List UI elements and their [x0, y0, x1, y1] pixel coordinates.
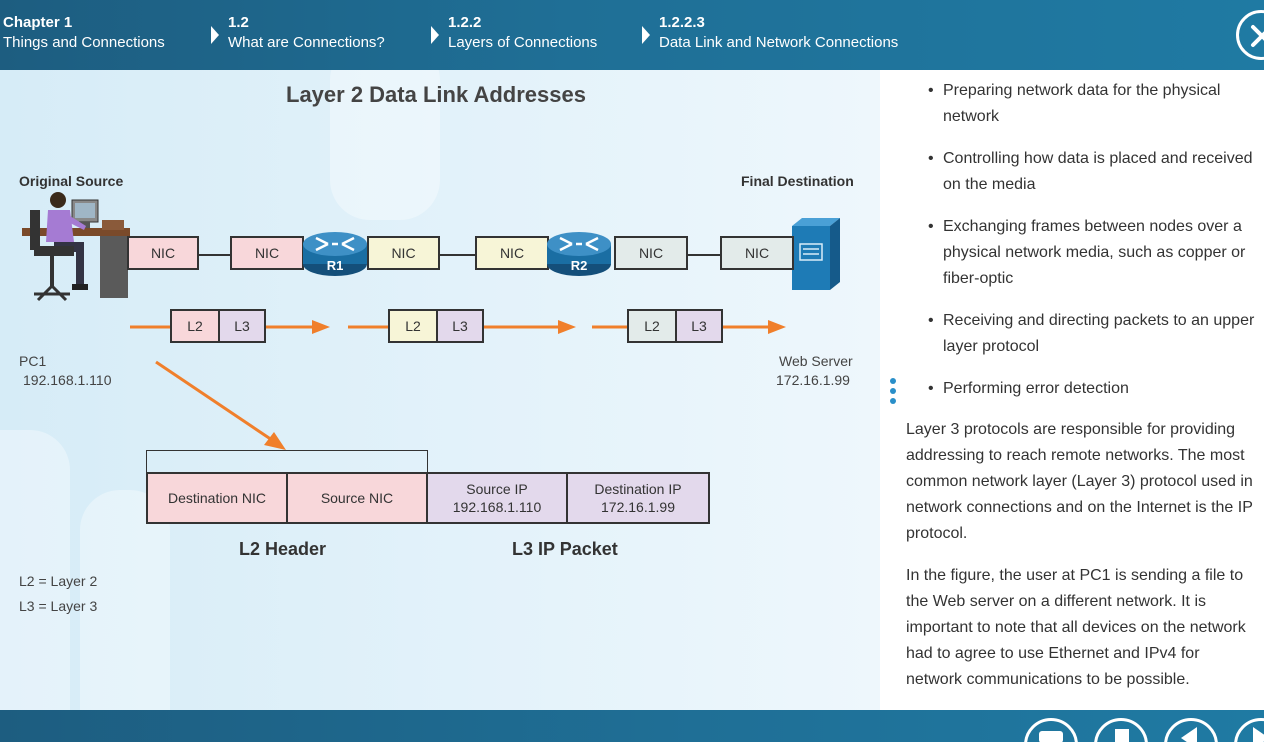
web-server-icon — [792, 218, 840, 290]
final-destination-label: Final Destination — [741, 173, 854, 189]
l3-segment-3: L3 — [675, 309, 723, 343]
background-decoration — [330, 70, 440, 220]
link-wire — [687, 254, 721, 256]
nic-box-server: NIC — [720, 236, 794, 270]
more-options-icon[interactable] — [890, 378, 898, 408]
list-item: Controlling how data is placed and recei… — [928, 146, 1258, 198]
router-r2: R2 — [546, 230, 612, 278]
l2-segment-3: L2 — [627, 309, 677, 343]
background-decoration — [0, 430, 70, 710]
pc-user-icon — [22, 192, 130, 302]
next-button[interactable] — [1234, 718, 1264, 742]
figure-title: Layer 2 Data Link Addresses — [286, 82, 586, 107]
breadcrumb-title: Data Link and Network Connections — [659, 34, 899, 51]
paragraph-layer3: Layer 3 protocols are responsible for pr… — [906, 421, 1253, 542]
router-icon — [303, 232, 367, 276]
legend-l2: L2 = Layer 2 — [19, 573, 98, 589]
bookmark-button[interactable] — [1094, 718, 1148, 742]
l3-segment-2: L3 — [436, 309, 484, 343]
router-r1: R1 — [302, 230, 368, 278]
figure-panel: Layer 2 Data Link Addresses Original Sou… — [0, 70, 880, 710]
breadcrumb-separator-icon — [642, 26, 650, 44]
breadcrumb-bar: Chapter 1 Things and Connections 1.2 Wha… — [0, 0, 1264, 70]
breadcrumb-section[interactable]: 1.2 What are Connections? — [228, 14, 385, 54]
link-wire — [198, 254, 232, 256]
close-icon — [1251, 25, 1264, 47]
list-item: Exchanging frames between nodes over a p… — [928, 214, 1258, 292]
breadcrumb-number: Chapter 1 — [3, 14, 73, 31]
field-label: Destination NIC — [167, 490, 267, 506]
paragraph-figure-explanation: In the figure, the user at PC1 is sendin… — [906, 567, 1246, 688]
field-label: Destination IP — [594, 481, 682, 497]
list-item: Receiving and directing packets to an up… — [928, 308, 1258, 360]
source-ip-field: Source IP 192.168.1.110 — [426, 472, 568, 524]
pc1-ip: 192.168.1.110 — [23, 372, 112, 388]
link-wire — [439, 254, 477, 256]
menu-button[interactable] — [1024, 718, 1078, 742]
l2-header-bracket — [146, 450, 428, 472]
router-label: R2 — [570, 258, 588, 273]
l3-segment-1: L3 — [218, 309, 266, 343]
next-icon — [1253, 727, 1264, 742]
nic-box-r1-right: NIC — [367, 236, 440, 270]
close-button[interactable] — [1236, 10, 1264, 60]
bookmark-icon — [1115, 729, 1129, 742]
l2-segment-2: L2 — [388, 309, 438, 343]
router-icon — [547, 232, 611, 276]
breadcrumb-title: Layers of Connections — [448, 34, 598, 51]
original-source-label: Original Source — [19, 173, 124, 189]
breadcrumb-chapter[interactable]: Chapter 1 Things and Connections — [3, 14, 165, 54]
background-decoration — [80, 490, 170, 710]
list-item: Performing error detection — [928, 376, 1258, 402]
previous-icon — [1181, 727, 1197, 742]
l2-segment-1: L2 — [170, 309, 220, 343]
pc1-name: PC1 — [19, 353, 47, 369]
previous-button[interactable] — [1164, 718, 1218, 742]
breadcrumb-number: 1.2.2.3 — [659, 14, 705, 31]
bullet-list: Preparing network data for the physical … — [928, 78, 1258, 418]
legend-l3: L3 = Layer 3 — [19, 598, 98, 614]
destination-ip-field: Destination IP 172.16.1.99 — [566, 472, 710, 524]
field-value: 192.168.1.110 — [452, 499, 542, 515]
arrows-layer — [130, 320, 786, 450]
field-label: Source NIC — [320, 490, 394, 506]
breadcrumb-number: 1.2.2 — [448, 14, 482, 31]
server-name: Web Server — [779, 353, 853, 369]
server-ip: 172.16.1.99 — [776, 372, 850, 388]
breadcrumb-separator-icon — [431, 26, 439, 44]
field-value: 172.16.1.99 — [601, 499, 675, 515]
source-nic-field: Source NIC — [286, 472, 428, 524]
router-label: R1 — [326, 258, 344, 273]
destination-nic-field: Destination NIC — [146, 472, 288, 524]
breadcrumb-separator-icon — [211, 26, 219, 44]
nic-box-pc1: NIC — [127, 236, 199, 270]
breadcrumb-topic: 1.2.2.3 Data Link and Network Connection… — [659, 14, 898, 54]
menu-icon — [1039, 731, 1063, 742]
bottom-nav-bar — [0, 710, 1264, 742]
breadcrumb-title: Things and Connections — [3, 34, 165, 51]
breadcrumb-subsection[interactable]: 1.2.2 Layers of Connections — [448, 14, 597, 54]
nic-box-r2-right: NIC — [614, 236, 688, 270]
breadcrumb-title: What are Connections? — [228, 34, 385, 51]
l2-header-label: L2 Header — [239, 539, 327, 559]
list-item: Preparing network data for the physical … — [928, 78, 1258, 130]
l3-packet-label: L3 IP Packet — [512, 539, 618, 559]
field-label: Source IP — [466, 481, 528, 497]
breadcrumb-number: 1.2 — [228, 14, 249, 31]
